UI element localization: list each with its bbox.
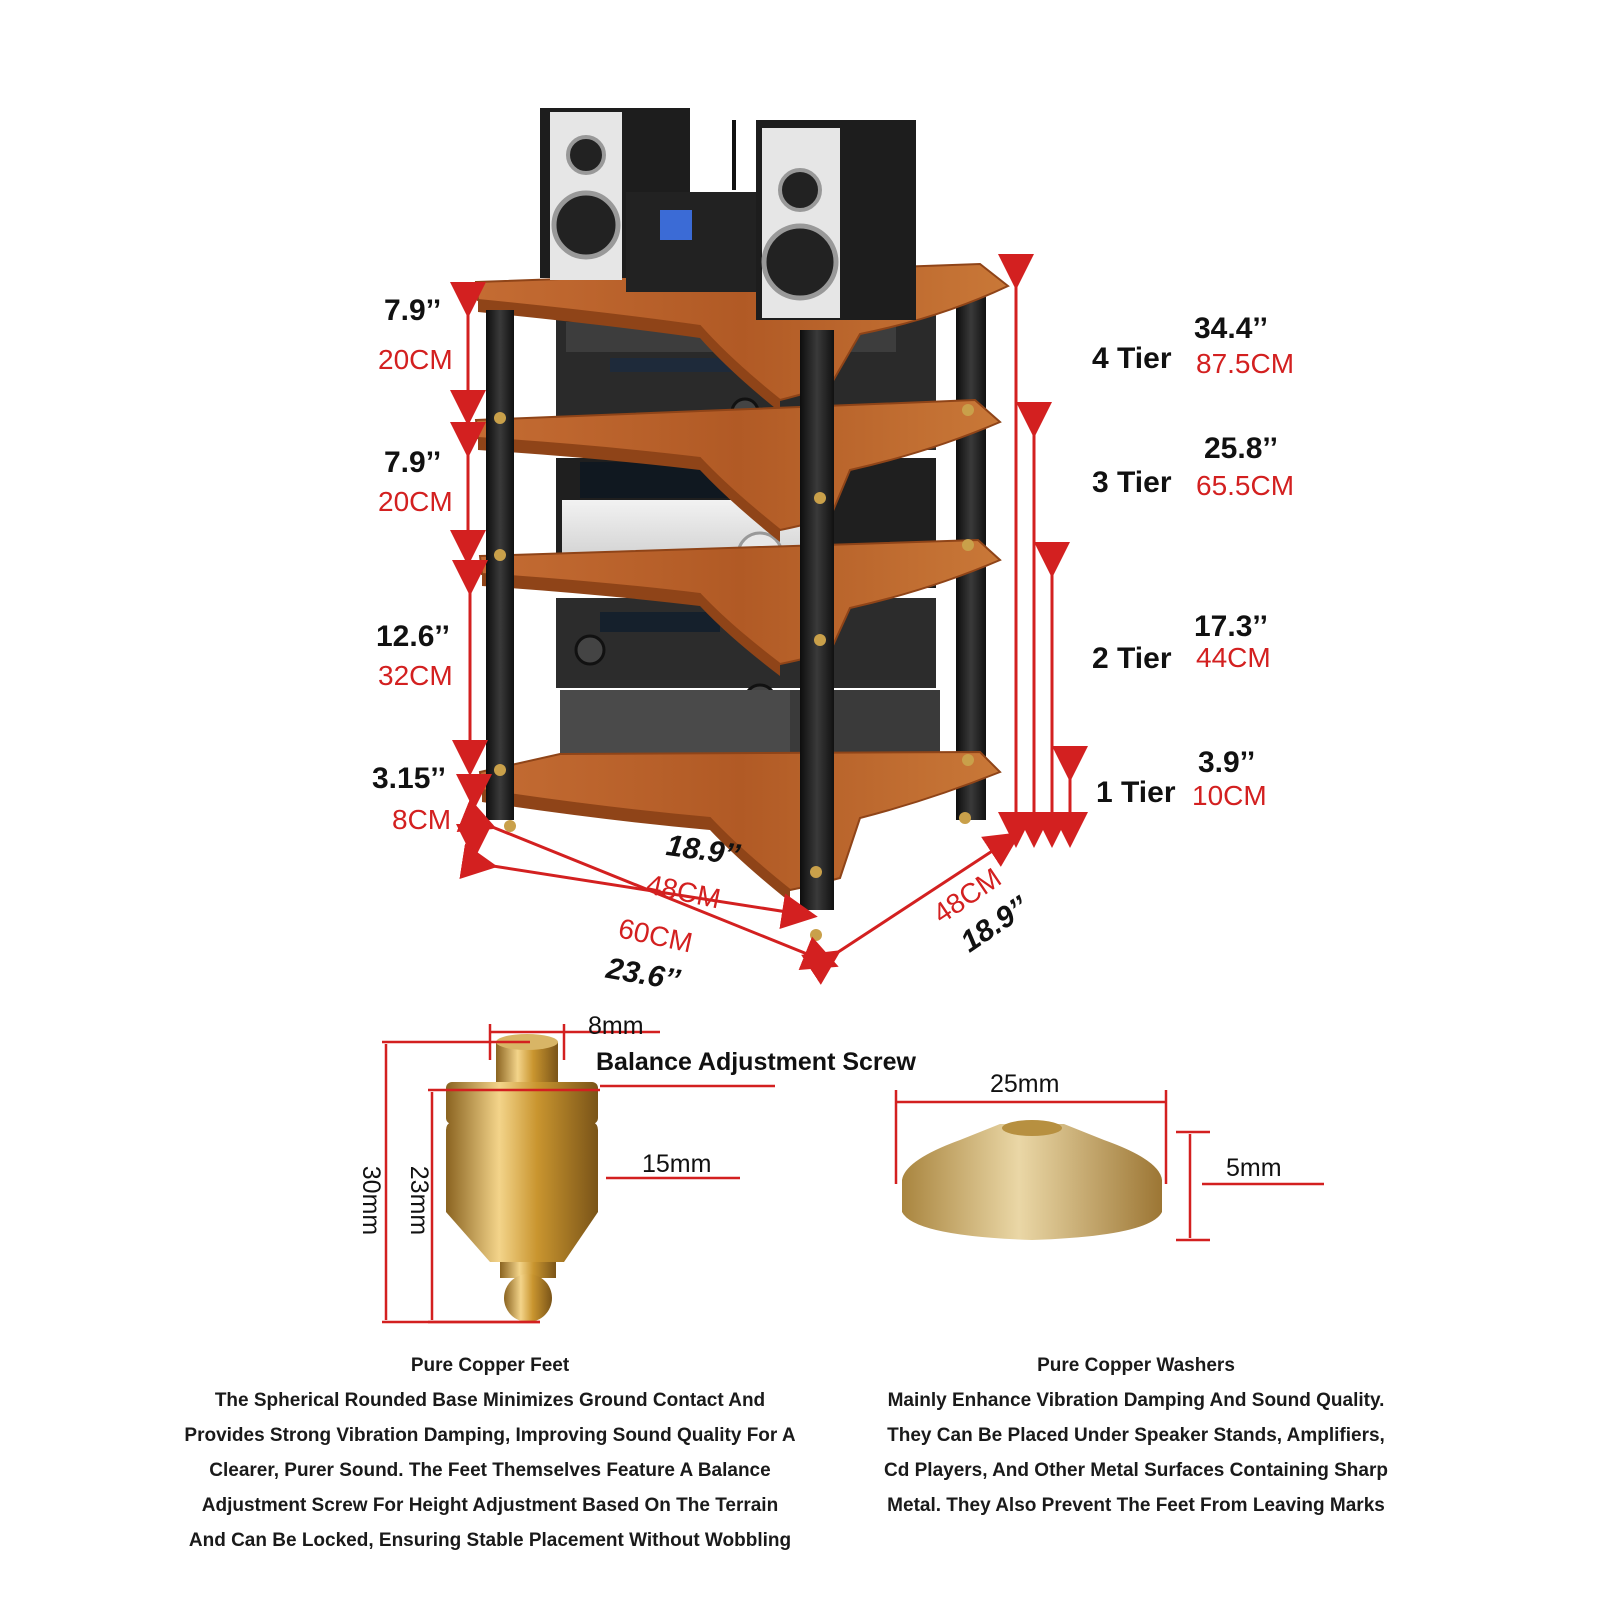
left-dimension-arrows	[450, 282, 492, 860]
tier-1-label: 1 Tier	[1096, 776, 1176, 809]
feet-caption-line: And Can Be Locked, Ensuring Stable Place…	[188, 1530, 792, 1551]
tier-3-metric: 65.5CM	[1196, 470, 1295, 501]
height-label-2-imperial: 7.9’’	[384, 446, 442, 479]
washers-caption-title: Pure Copper Washers	[1037, 1355, 1235, 1376]
shelf-3	[474, 398, 1002, 542]
rack-illustration	[450, 108, 1088, 985]
feet-caption: Pure Copper Feet The Spherical Rounded B…	[150, 1348, 830, 1558]
height-label-1-imperial: 7.9’’	[384, 294, 442, 327]
screw-width-label: 8mm	[588, 1012, 644, 1040]
height-label-4-metric: 8CM	[392, 804, 452, 835]
feet-caption-line: Provides Strong Vibration Damping, Impro…	[184, 1425, 796, 1446]
footprint-arrows	[456, 798, 1022, 985]
tier-3-imperial: 25.8’’	[1204, 432, 1278, 465]
height-label-3-metric: 32CM	[378, 660, 453, 691]
speaker-right	[756, 120, 916, 320]
feet-caption-line: Adjustment Screw For Height Adjustment B…	[201, 1495, 779, 1516]
washers-caption-line: They Can Be Placed Under Speaker Stands,…	[887, 1425, 1385, 1446]
tier-2-imperial: 17.3’’	[1194, 610, 1268, 643]
washers-caption-line: Metal. They Also Prevent The Feet From L…	[887, 1495, 1385, 1516]
tier-4-label: 4 Tier	[1092, 342, 1172, 375]
balance-screw-heading: Balance Adjustment Screw	[596, 1048, 917, 1076]
washers-caption-line: Cd Players, And Other Metal Surfaces Con…	[884, 1460, 1388, 1481]
feet-caption-title: Pure Copper Feet	[410, 1355, 570, 1376]
washers-caption: Pure Copper Washers Mainly Enhance Vibra…	[846, 1348, 1426, 1523]
tier-4-imperial: 34.4’’	[1194, 312, 1268, 345]
height-label-4-imperial: 3.15’’	[372, 762, 446, 795]
washer-diameter-label: 25mm	[990, 1070, 1060, 1098]
foot-body-width-label: 15mm	[642, 1150, 712, 1178]
foot-body-height-label: 23mm	[405, 1165, 434, 1236]
tier-1-metric: 10CM	[1192, 780, 1267, 811]
tier-2-metric: 44CM	[1196, 642, 1271, 673]
height-label-2-metric: 20CM	[378, 486, 453, 517]
rack-post-front-right	[800, 330, 834, 910]
tier-4-metric: 87.5CM	[1196, 348, 1295, 379]
height-label-1-metric: 20CM	[378, 344, 453, 375]
tier-2-label: 2 Tier	[1092, 642, 1172, 675]
tier-1-imperial: 3.9’’	[1198, 746, 1256, 779]
feet-caption-line: Clearer, Purer Sound. The Feet Themselve…	[209, 1460, 771, 1481]
copper-foot-illustration	[382, 1024, 1324, 1324]
tier-3-label: 3 Tier	[1092, 466, 1172, 499]
height-label-3-imperial: 12.6’’	[376, 620, 450, 653]
washer-thickness-label: 5mm	[1226, 1154, 1282, 1182]
center-media-unit	[626, 120, 766, 292]
feet-caption-line: The Spherical Rounded Base Minimizes Gro…	[214, 1390, 766, 1411]
foot-total-height-label: 30mm	[357, 1165, 386, 1236]
shelf-1	[478, 750, 1002, 902]
washers-caption-line: Mainly Enhance Vibration Damping And Sou…	[887, 1390, 1385, 1411]
right-tier-arrows	[998, 254, 1088, 848]
